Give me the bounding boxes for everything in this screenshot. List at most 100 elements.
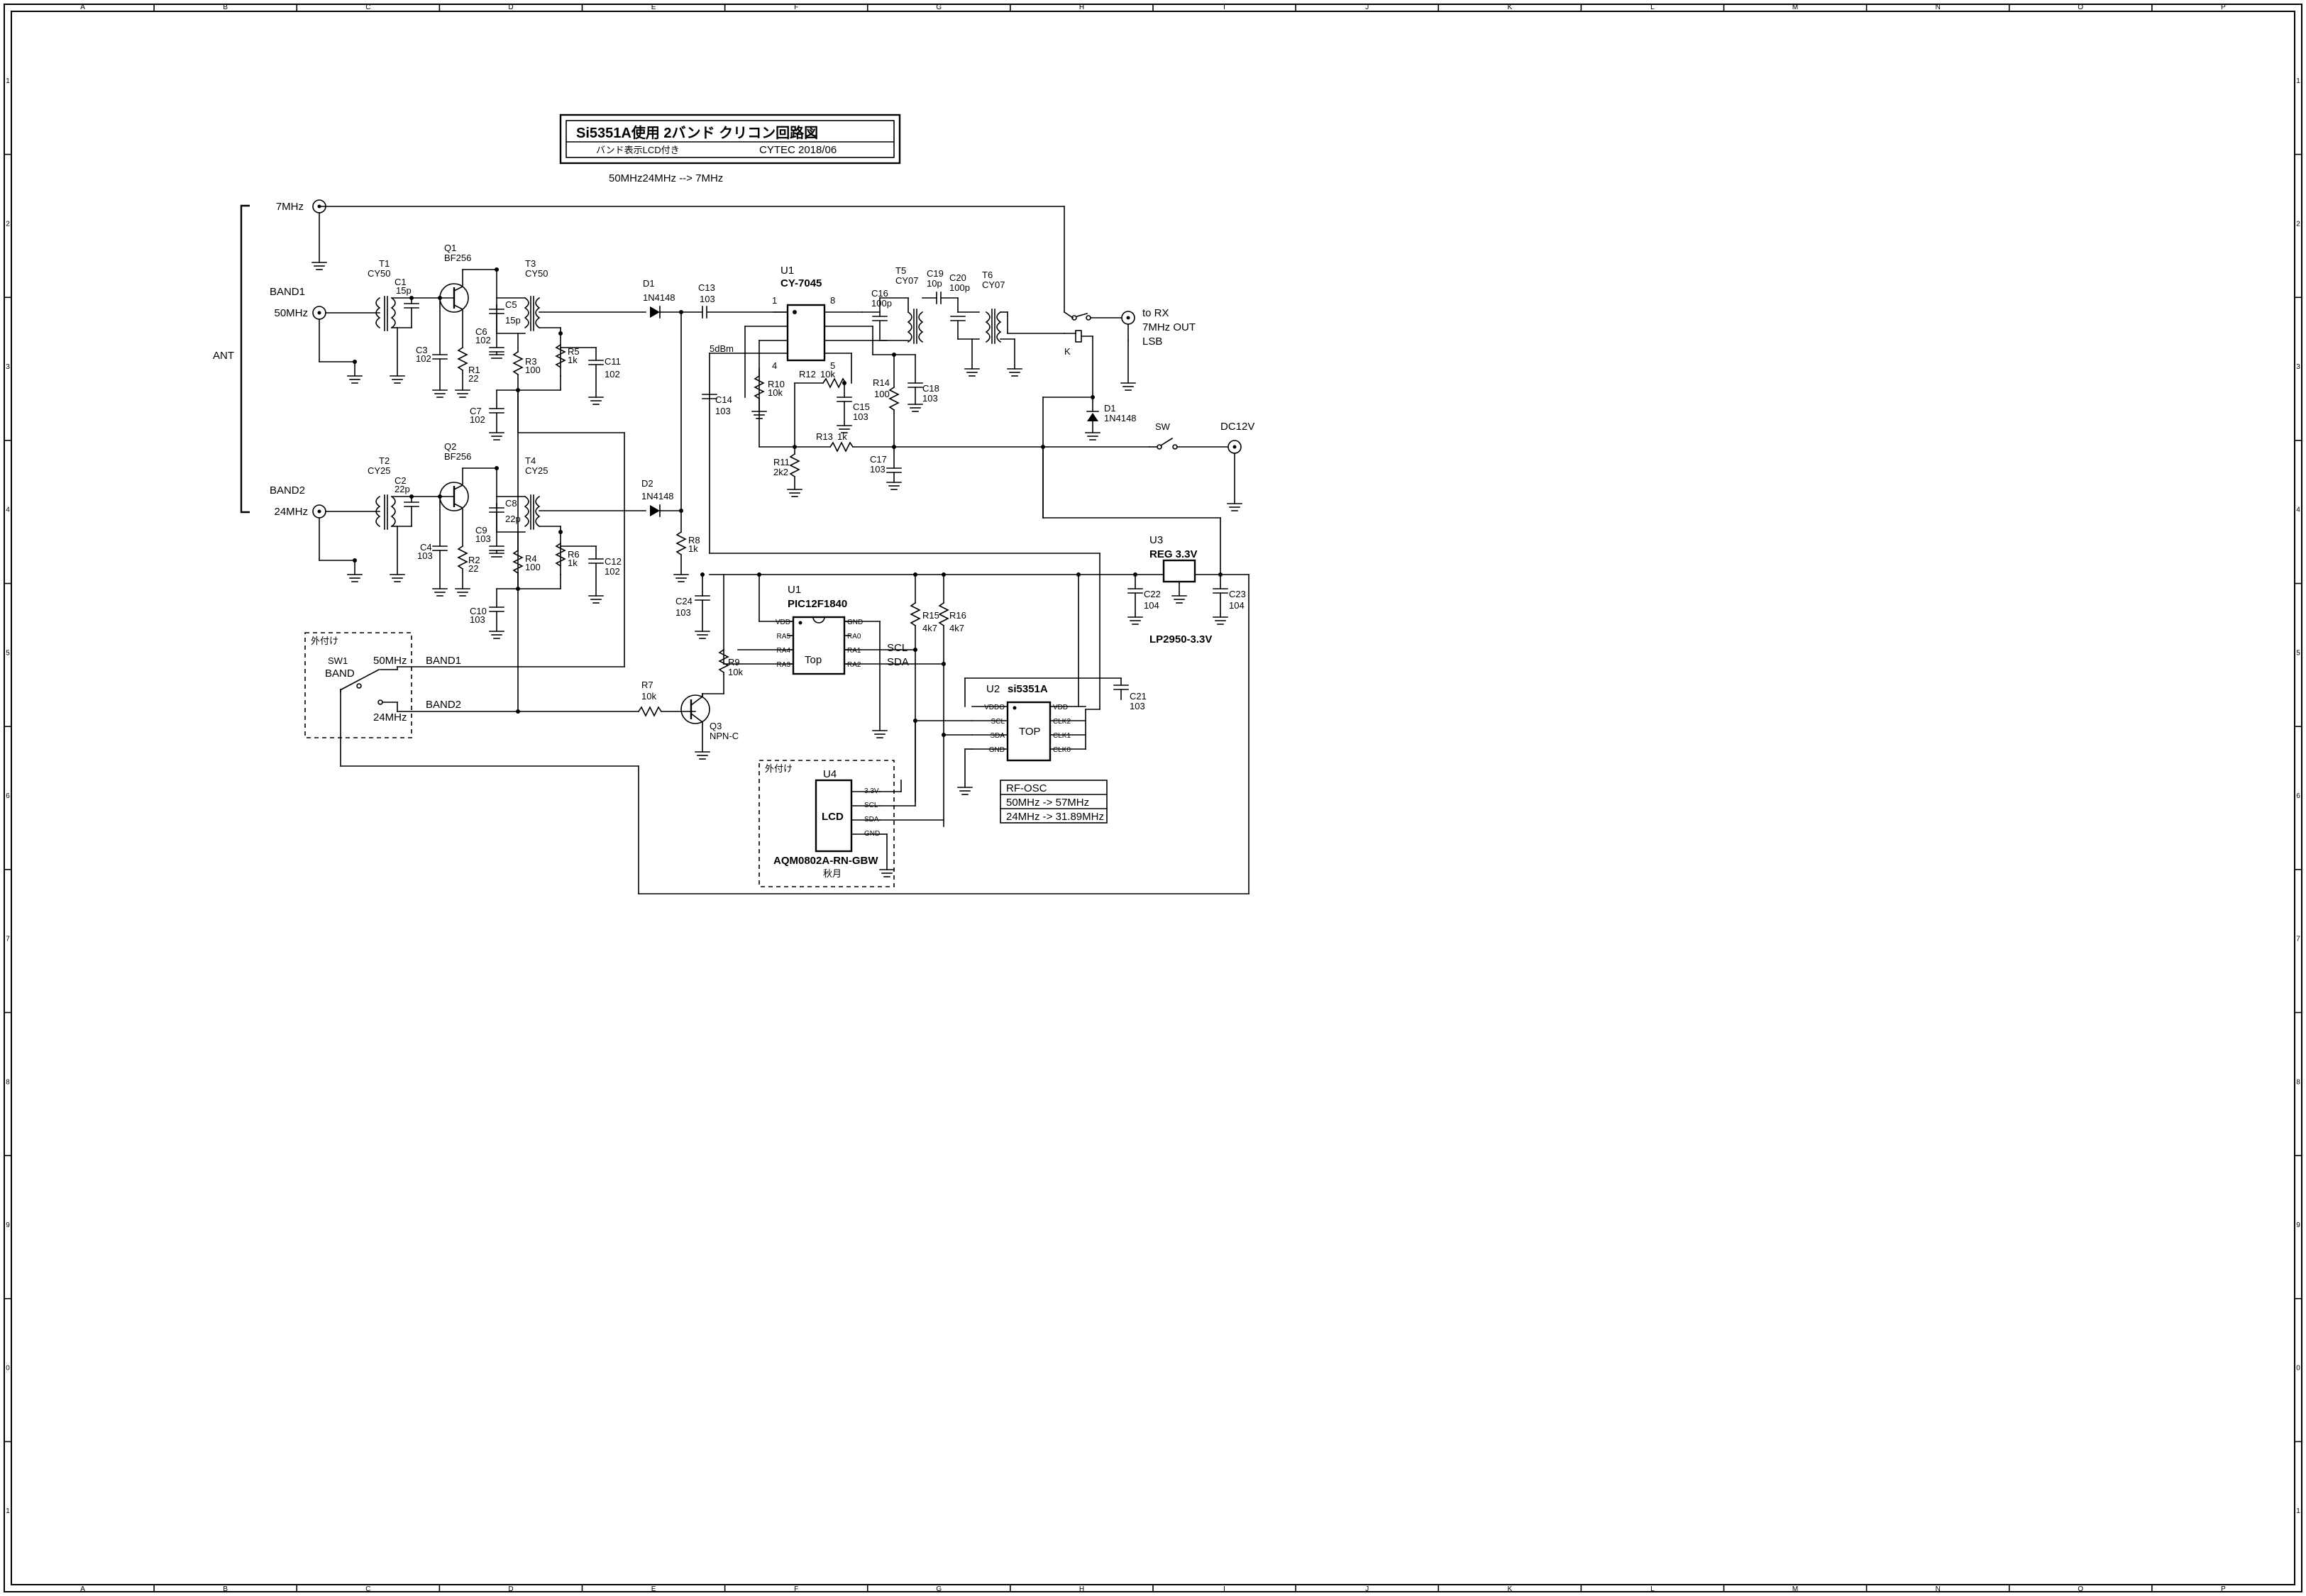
frame-row-right: 2 bbox=[2296, 220, 2300, 228]
transformer-t6: T6 CY07 bbox=[982, 270, 1005, 344]
c1-value: 15p bbox=[396, 285, 412, 296]
regulator-u3: U3 REG 3.3V LP2950-3.3V C22 104 C23 104 bbox=[340, 534, 1249, 894]
c19-ref: C19 bbox=[927, 268, 944, 279]
d1-value: 1N4148 bbox=[643, 292, 675, 303]
frame-col-top: F bbox=[794, 4, 798, 11]
frame-row-left: 8 bbox=[6, 1078, 10, 1086]
frame-row-left: 1 bbox=[6, 1507, 10, 1515]
r14-ref: R14 bbox=[873, 377, 890, 388]
q1-ref: Q1 bbox=[444, 243, 456, 253]
c7-value: 102 bbox=[470, 414, 485, 425]
r1-ref: R1 bbox=[468, 365, 480, 375]
lcd-part: AQM0802A-RN-GBW bbox=[773, 855, 878, 867]
c10-ref: C10 bbox=[470, 606, 487, 616]
c13-ref: C13 bbox=[698, 282, 715, 293]
capacitor-c5: C5 15p bbox=[489, 299, 521, 334]
frame-col-top: A bbox=[80, 4, 85, 11]
capacitor-c4: C4 103 bbox=[417, 496, 448, 597]
si5351-pin-sda: SDA bbox=[990, 732, 1005, 740]
frame-col-top: G bbox=[936, 4, 942, 11]
transformer-t2: T2 CY25 bbox=[368, 455, 396, 530]
r5-ref: R5 bbox=[568, 346, 580, 357]
capacitor-c20: C20 100p bbox=[949, 272, 970, 340]
t5-ref: T5 bbox=[895, 265, 906, 276]
frame-row-left: 2 bbox=[6, 220, 10, 228]
resistor-r1: R1 22 bbox=[455, 346, 480, 398]
r16-ref: R16 bbox=[949, 610, 966, 621]
output-7mhz: 7MHz OUT bbox=[1142, 321, 1196, 333]
r11-ref: R11 bbox=[773, 457, 790, 467]
q2-value: BF256 bbox=[444, 451, 471, 462]
r16-value: 4k7 bbox=[949, 623, 964, 633]
frame-col-bottom: P bbox=[2221, 1585, 2226, 1593]
resistor-r10: R10 10k bbox=[754, 368, 785, 412]
si5351-pin-vddo: VDDO bbox=[984, 704, 1005, 711]
power-switch-label[interactable]: SW bbox=[1155, 421, 1171, 432]
pic-body bbox=[792, 616, 846, 675]
resistor-r9: R9 10k bbox=[718, 648, 743, 677]
si5351-pin-clk2: CLK2 bbox=[1053, 718, 1071, 726]
resistor-r11: R11 2k2 bbox=[773, 446, 802, 497]
sw1-24mhz-contact[interactable] bbox=[377, 699, 383, 705]
mixer-pin1: 1 bbox=[772, 295, 777, 306]
ant-7mhz-label: 7MHz bbox=[276, 201, 304, 213]
osc-row-50mhz: 50MHz -> 57MHz bbox=[1006, 797, 1089, 809]
capacitor-c1: C1 15p bbox=[395, 277, 419, 328]
capacitor-c15: C15 103 bbox=[837, 382, 870, 433]
c15-value: 103 bbox=[853, 411, 868, 422]
c17-ref: C17 bbox=[870, 454, 887, 465]
frame-col-top: P bbox=[2221, 4, 2226, 11]
frame-row-right: 4 bbox=[2296, 506, 2300, 514]
c6-value: 102 bbox=[475, 335, 491, 345]
t6-value: CY07 bbox=[982, 279, 1005, 290]
c3-value: 102 bbox=[416, 353, 431, 364]
c17-value: 103 bbox=[870, 464, 886, 475]
rf-osc-table: RF-OSC 50MHz -> 57MHz 24MHz -> 31.89MHz bbox=[1000, 780, 1108, 824]
r12-ref: R12 bbox=[799, 369, 816, 379]
c20-value: 100p bbox=[949, 282, 970, 293]
c18-value: 103 bbox=[922, 393, 938, 404]
r2-value: 22 bbox=[468, 563, 478, 574]
frame-col-top: B bbox=[223, 4, 228, 11]
c15-ref: C15 bbox=[853, 401, 870, 412]
q3-ref: Q3 bbox=[710, 721, 722, 731]
pic-name: PIC12F1840 bbox=[788, 598, 847, 610]
transformer-t4: T4 CY25 bbox=[524, 455, 548, 530]
frame-row-left: 9 bbox=[6, 1221, 10, 1229]
pic-ref: U1 bbox=[788, 584, 801, 596]
c21-value: 103 bbox=[1130, 701, 1145, 711]
c2-ref: C2 bbox=[395, 475, 407, 486]
c22-value: 104 bbox=[1144, 600, 1159, 611]
r7-ref: R7 bbox=[641, 680, 653, 690]
frame-col-top: K bbox=[1507, 4, 1512, 11]
c1-ref: C1 bbox=[395, 277, 407, 287]
si5351-pin-vdd: VDD bbox=[1053, 704, 1068, 711]
frame-col-bottom: D bbox=[508, 1585, 513, 1593]
power-input: SW DC12V bbox=[1041, 421, 1254, 577]
frame-col-bottom: E bbox=[651, 1585, 656, 1593]
r9-value: 10k bbox=[728, 667, 743, 677]
relay-label: K bbox=[1064, 346, 1071, 357]
r3-ref: R3 bbox=[525, 356, 537, 367]
d1-relay-ref: D1 bbox=[1104, 403, 1116, 414]
band1-label: BAND1 bbox=[270, 286, 305, 298]
r12-value: 10k bbox=[820, 369, 835, 379]
c2-value: 22p bbox=[395, 484, 410, 494]
regulator-body bbox=[1162, 559, 1196, 583]
si5351-pin-gnd: GND bbox=[989, 746, 1005, 754]
frame-col-bottom: H bbox=[1079, 1585, 1084, 1593]
t1-value: CY50 bbox=[368, 268, 391, 279]
sw1-50mhz-contact[interactable] bbox=[356, 683, 362, 689]
capacitor-c8: C8 22p bbox=[489, 498, 521, 533]
c11-ref: C11 bbox=[605, 356, 621, 367]
d1-relay-value: 1N4148 bbox=[1104, 413, 1137, 423]
r8-ref: R8 bbox=[688, 535, 700, 545]
sw1-lever[interactable] bbox=[340, 668, 380, 691]
pic-pin-ra5: RA5 bbox=[777, 633, 791, 641]
ant-50mhz-label: 50MHz bbox=[274, 307, 308, 319]
mixer-pin4: 4 bbox=[772, 360, 777, 371]
frame-col-top: M bbox=[1792, 4, 1798, 11]
